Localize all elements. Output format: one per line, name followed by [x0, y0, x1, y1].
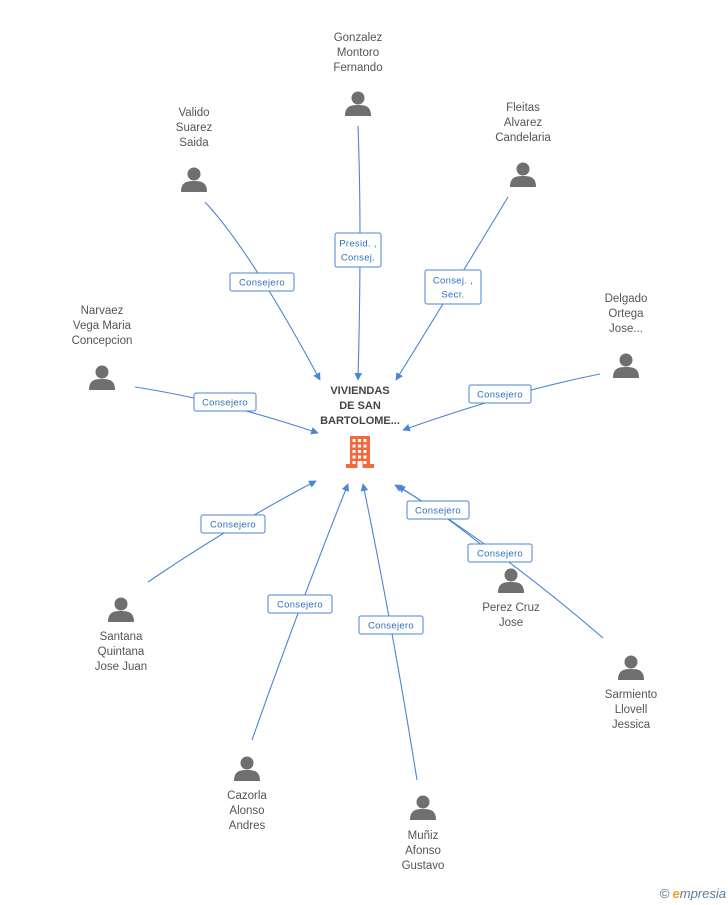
role-label-sarmiento[interactable]: Consejero — [467, 543, 533, 563]
role-label-muniz[interactable]: Consejero — [358, 615, 424, 635]
person-name-line: Quintana — [98, 646, 145, 658]
person-name-line: Vega Maria — [73, 320, 132, 332]
brand-footer: ©empresia — [660, 886, 726, 901]
person-name-line: Saida — [179, 137, 209, 149]
role-text: Secr. — [441, 290, 464, 301]
role-text: Consejero — [277, 600, 323, 611]
company-node[interactable]: VIVIENDAS DE SAN BARTOLOME... — [320, 385, 400, 468]
person-name-line: Santana — [100, 631, 143, 643]
role-text: Consejero — [415, 506, 461, 517]
role-text: Consej. , — [433, 276, 473, 287]
person-name-line: Suarez — [176, 122, 213, 134]
person-icon[interactable] — [618, 655, 644, 681]
role-label-santana[interactable]: Consejero — [200, 514, 266, 534]
person-icon[interactable] — [498, 568, 524, 594]
role-label-cazorla[interactable]: Consejero — [267, 594, 333, 614]
role-text: Consejero — [239, 278, 285, 289]
person-name-line: Valido — [178, 107, 209, 119]
role-text: Consejero — [477, 390, 523, 401]
role-box — [334, 232, 382, 268]
person-icon[interactable] — [234, 756, 260, 782]
role-box — [267, 594, 333, 614]
role-box — [406, 500, 470, 520]
person-name-line: Concepcion — [72, 335, 133, 347]
person-name-line: Alvarez — [504, 117, 543, 129]
role-box — [424, 269, 482, 305]
person-name-line: Montoro — [337, 47, 379, 59]
person-name-line: Jose... — [609, 323, 643, 335]
person-name-line: Afonso — [405, 845, 441, 857]
person-name-line: Sarmiento — [605, 689, 657, 701]
person-name-line: Jose Juan — [95, 661, 147, 673]
role-text: Presid. , — [339, 239, 377, 250]
role-label-narvaez[interactable]: Consejero — [193, 392, 257, 412]
role-text: Consejero — [368, 621, 414, 632]
person-name-line: Fleitas — [506, 102, 540, 114]
role-text: Consejero — [202, 398, 248, 409]
person-icon[interactable] — [345, 91, 371, 117]
role-label-delgado[interactable]: Consejero — [468, 384, 532, 404]
copyright-symbol: © — [659, 886, 670, 901]
person-name-line: Llovell — [615, 704, 648, 716]
brand-initial: e — [672, 886, 680, 901]
person-name-line: Delgado — [605, 293, 648, 305]
role-text: Consejero — [477, 549, 523, 560]
person-name-line: Cazorla — [227, 790, 267, 802]
role-label-perez[interactable]: Consejero — [406, 500, 470, 520]
person-icon[interactable] — [108, 597, 134, 623]
role-box — [193, 392, 257, 412]
person-name-line: Ortega — [608, 308, 644, 320]
person-name-line: Jessica — [612, 719, 651, 731]
brand-name: mpresia — [679, 886, 726, 901]
person-name-line: Fernando — [333, 62, 382, 74]
person-name-line: Candelaria — [495, 132, 551, 144]
person-name-line: Gustavo — [402, 860, 445, 872]
person-name-line: Perez Cruz — [482, 602, 540, 614]
company-name-line: DE SAN — [339, 400, 381, 412]
edge-valido — [204, 201, 321, 381]
person-icon[interactable] — [410, 795, 436, 821]
person-icon[interactable] — [613, 353, 639, 379]
role-label-valido[interactable]: Consejero — [229, 272, 295, 292]
role-label-gonzalez[interactable]: Presid. , Consej. — [334, 232, 382, 268]
person-name-line: Muñiz — [408, 830, 439, 842]
person-icon[interactable] — [89, 365, 115, 391]
person-node-delgado[interactable]: DelgadoOrtegaJose... — [605, 293, 648, 378]
role-text: Consejero — [210, 520, 256, 531]
person-name-line: Alonso — [229, 805, 264, 817]
company-name-line: BARTOLOME... — [320, 415, 400, 427]
role-box — [200, 514, 266, 534]
company-name-line: VIVIENDAS — [330, 385, 389, 397]
person-name-line: Andres — [229, 820, 266, 832]
person-name-line: Narvaez — [81, 305, 124, 317]
role-label-fleitas[interactable]: Consej. , Secr. — [424, 269, 482, 305]
person-icon[interactable] — [181, 167, 207, 193]
person-name-line: Jose — [499, 617, 523, 629]
role-box — [467, 543, 533, 563]
building-icon — [346, 436, 374, 468]
person-icon[interactable] — [510, 162, 536, 188]
role-box — [358, 615, 424, 635]
role-box — [229, 272, 295, 292]
role-text: Consej. — [341, 253, 375, 264]
person-name-line: Gonzalez — [334, 32, 383, 44]
role-box — [468, 384, 532, 404]
